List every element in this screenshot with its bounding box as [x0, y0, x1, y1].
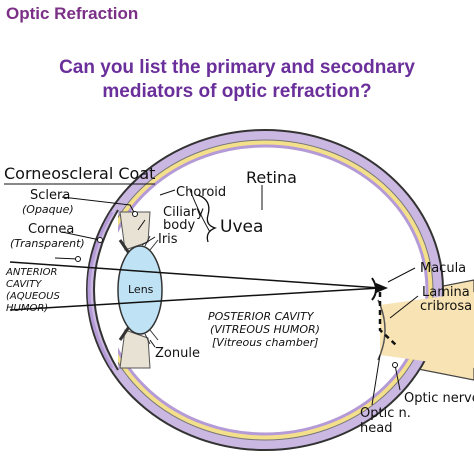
lens-label: Lens	[128, 283, 154, 296]
posterior-cavity-label-3: [Vitreous chamber]	[212, 336, 318, 349]
light-ray-upper	[9, 261, 381, 289]
anterior-cavity-label-4: HUMOR)	[6, 303, 48, 314]
sclera-sub-label: (Opaque)	[22, 203, 74, 216]
uvea-bracket	[197, 194, 217, 243]
posterior-cavity-label-1: POSTERIOR CAVITY	[208, 310, 315, 323]
ciliary-body-shape	[119, 211, 151, 251]
uvea-label: Uvea	[220, 217, 263, 237]
light-ray-lower	[9, 287, 381, 311]
anterior-cavity-label-1: ANTERIOR	[5, 267, 57, 278]
anterior-cavity-label-3: (AQUEOUS	[6, 291, 60, 302]
ciliary-label-1: Ciliary	[163, 205, 204, 220]
lamina-label-1: Lamina	[422, 285, 470, 300]
optic-disc	[380, 292, 474, 368]
cornea-shape	[93, 209, 119, 371]
corneoscleral-coat-label: Corneoscleral Coat	[4, 164, 155, 183]
cornea-label: Cornea	[28, 222, 74, 237]
question-line-1: Can you list the primary and secodnary	[59, 57, 415, 78]
optic-head-label-2: head	[360, 421, 392, 436]
zonule-label: Zonule	[155, 346, 200, 361]
choroid-label: Choroid	[176, 185, 226, 200]
iris-label: Iris	[158, 232, 178, 247]
page-title: Optic Refraction	[6, 4, 139, 23]
macula-label: Macula	[420, 261, 466, 276]
question-text: Can you list the primary and secodnary m…	[0, 56, 474, 104]
sclera-label: Sclera	[30, 188, 70, 203]
optic-nerve-label: Optic nerve	[404, 391, 474, 406]
question-line-2: mediators of optic refraction?	[102, 81, 372, 102]
lamina-label-2: cribrosa	[420, 299, 472, 314]
lens-shape	[117, 245, 163, 335]
posterior-cavity-label-2: (VITREOUS HUMOR)	[210, 323, 320, 336]
cornea-sub-label: (Transparent)	[10, 237, 85, 250]
anterior-cavity-label-2: CAVITY	[6, 279, 42, 290]
ciliary-body-lower-shape	[119, 329, 151, 369]
optic-head-label-1: Optic n.	[360, 406, 411, 421]
ciliary-label-2: body	[163, 218, 195, 233]
lamina-arrow	[378, 292, 397, 346]
retina-label: Retina	[246, 168, 297, 187]
